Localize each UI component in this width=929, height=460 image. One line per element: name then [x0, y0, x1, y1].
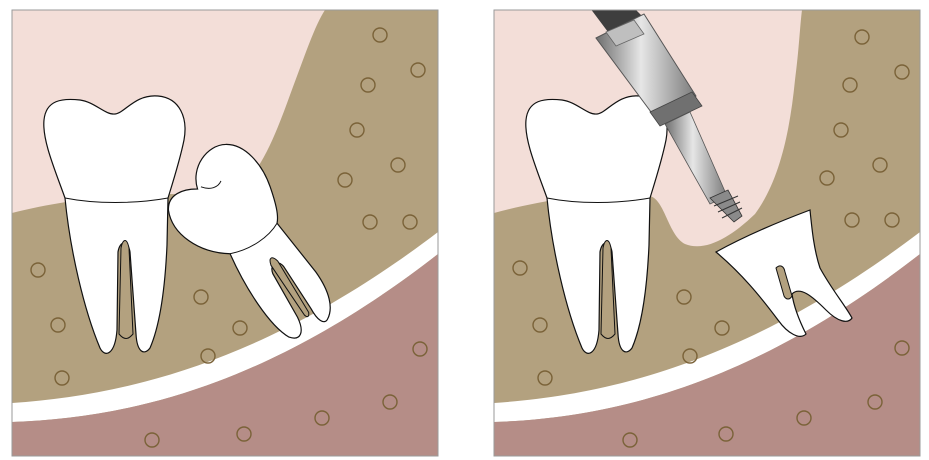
- panel-before-extraction: [12, 10, 438, 456]
- panel-after-crown-removal: [494, 0, 920, 456]
